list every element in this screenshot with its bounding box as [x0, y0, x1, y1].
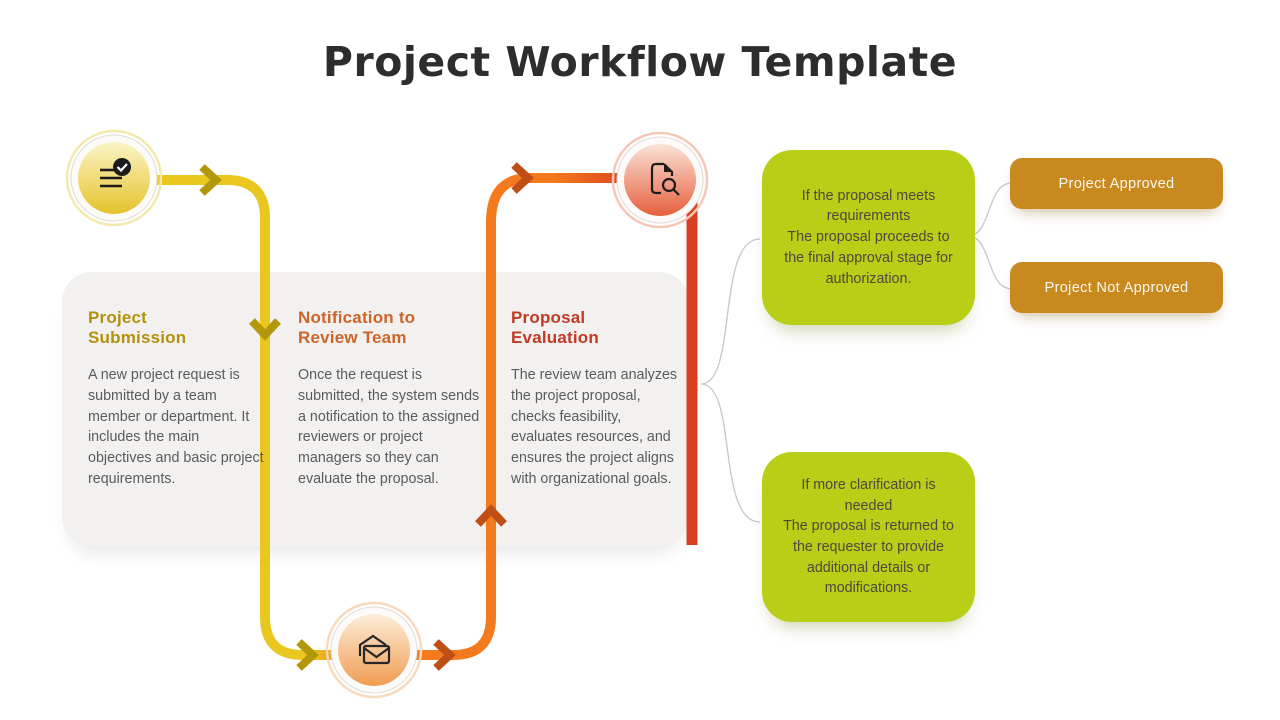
arrow-right-orange2-icon — [511, 162, 534, 194]
step-notification-to-review-team: Notification to Review Team Once the req… — [298, 308, 480, 490]
outcome-result: The proposal is returned to the requeste… — [783, 518, 954, 597]
mail-icon — [358, 634, 391, 665]
outcome-meets-requirements: If the proposal meets requirements The p… — [762, 150, 975, 325]
checklist-icon — [100, 158, 131, 188]
document-search-icon — [650, 162, 680, 196]
submission-node — [65, 129, 163, 227]
project-not-approved-button[interactable]: Project Not Approved — [1010, 262, 1223, 313]
page-title: Project Workflow Template — [322, 38, 958, 86]
step-title: Proposal Evaluation — [511, 308, 599, 348]
outcome-condition: If the proposal meets requirements — [801, 187, 936, 225]
step-description: A new project request is submitted by a … — [88, 366, 264, 488]
evaluation-node — [611, 131, 709, 229]
step-description: Once the request is submitted, the syste… — [298, 366, 480, 488]
arrow-right-orange-icon — [433, 639, 456, 671]
step-project-submission: Project Submission A new project request… — [88, 308, 264, 490]
brace-evaluation-to-outcomes — [700, 238, 761, 523]
outcome-needs-clarification: If more clarification is needed The prop… — [762, 452, 975, 622]
project-approved-button[interactable]: Project Approved — [1010, 158, 1223, 209]
step-title: Project Submission — [88, 308, 187, 348]
step-proposal-evaluation: Proposal Evaluation The review team anal… — [511, 308, 681, 490]
step-description: The review team analyzes the project pro… — [511, 366, 678, 488]
outcome-result: The proposal proceeds to the final appro… — [784, 229, 953, 287]
arrow-right-yellow2-icon — [296, 639, 319, 671]
step-title: Notification to Review Team — [298, 308, 416, 348]
notification-node — [325, 601, 423, 699]
arrow-right-yellow-icon — [199, 164, 222, 196]
outcome-condition: If more clarification is needed — [801, 476, 936, 514]
